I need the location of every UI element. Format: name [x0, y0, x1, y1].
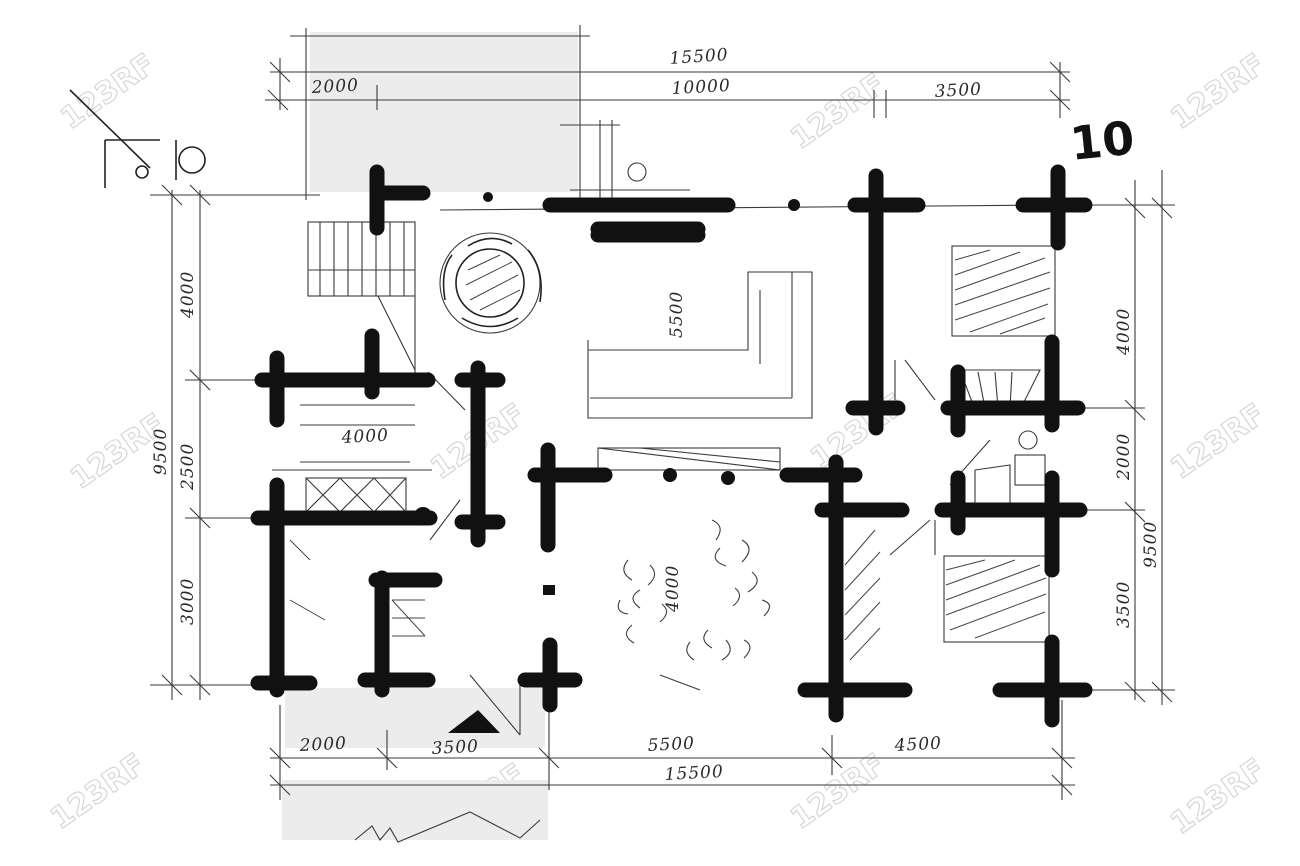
dim-top-sub-right: 3500 — [934, 80, 982, 102]
columns — [414, 192, 800, 595]
dim-bottom-total: 15500 — [664, 762, 724, 785]
watermark: 123RF — [1165, 47, 1272, 137]
watermark: 123RF — [1165, 397, 1272, 487]
dim-right-seg3: 3500 — [1114, 581, 1134, 628]
sofa — [587, 271, 813, 419]
dim-right-total: 9500 — [1141, 521, 1161, 568]
watermark: 123RF — [45, 747, 152, 837]
porch-shading-top — [310, 32, 578, 192]
walls — [250, 164, 1093, 728]
dim-left-seg1: 4000 — [178, 271, 198, 319]
kitchen-counter — [305, 477, 407, 513]
dim-top-total: 15500 — [669, 45, 729, 69]
dim-kitchen-width: 4000 — [340, 426, 389, 448]
shaded-areas — [282, 32, 578, 840]
entrance-arrow-icon — [448, 710, 500, 733]
dim-terrace-depth: 4000 — [663, 565, 683, 613]
dim-right-seg2: 2000 — [1114, 433, 1134, 481]
dim-bottom-seg1: 2000 — [298, 734, 347, 756]
watermark: 123RF — [805, 387, 912, 477]
dim-left-seg3: 3000 — [178, 578, 198, 625]
entrance-shading — [285, 688, 545, 748]
level-symbol-icon — [69, 89, 206, 188]
dim-top-sub-mid: 10000 — [671, 76, 731, 99]
dim-top-sub-left: 2000 — [310, 76, 359, 98]
roof-gable-sketch — [354, 811, 541, 843]
dim-bottom-seg3: 5500 — [647, 734, 695, 756]
terrace-shading-bottom — [282, 780, 548, 840]
watermark: 123RF — [55, 47, 162, 137]
watermark: 123RF — [785, 747, 892, 837]
bed-upper — [951, 245, 1056, 337]
dim-bottom-seg2: 3500 — [431, 737, 479, 759]
sheet-number: 10 — [1068, 111, 1137, 171]
dimension-lines — [150, 25, 1175, 800]
wardrobe-hatch — [289, 529, 881, 661]
glazing-strip — [597, 447, 781, 471]
dining-table — [439, 232, 542, 334]
watermark: 123RF — [785, 67, 892, 157]
dim-living-depth: 5500 — [667, 291, 687, 338]
dim-bottom-seg4: 4500 — [893, 734, 942, 756]
watermark: 123RF — [1165, 752, 1272, 842]
dim-right-seg1: 4000 — [1114, 308, 1134, 356]
dimension-labels: 15500 2000 10000 3500 2000 3500 5500 450… — [151, 45, 1161, 785]
dim-left-seg2: 2500 — [178, 443, 198, 491]
terrace-plant-icon — [617, 519, 771, 661]
dim-left-total: 9500 — [151, 428, 171, 475]
bed-lower — [943, 555, 1050, 643]
